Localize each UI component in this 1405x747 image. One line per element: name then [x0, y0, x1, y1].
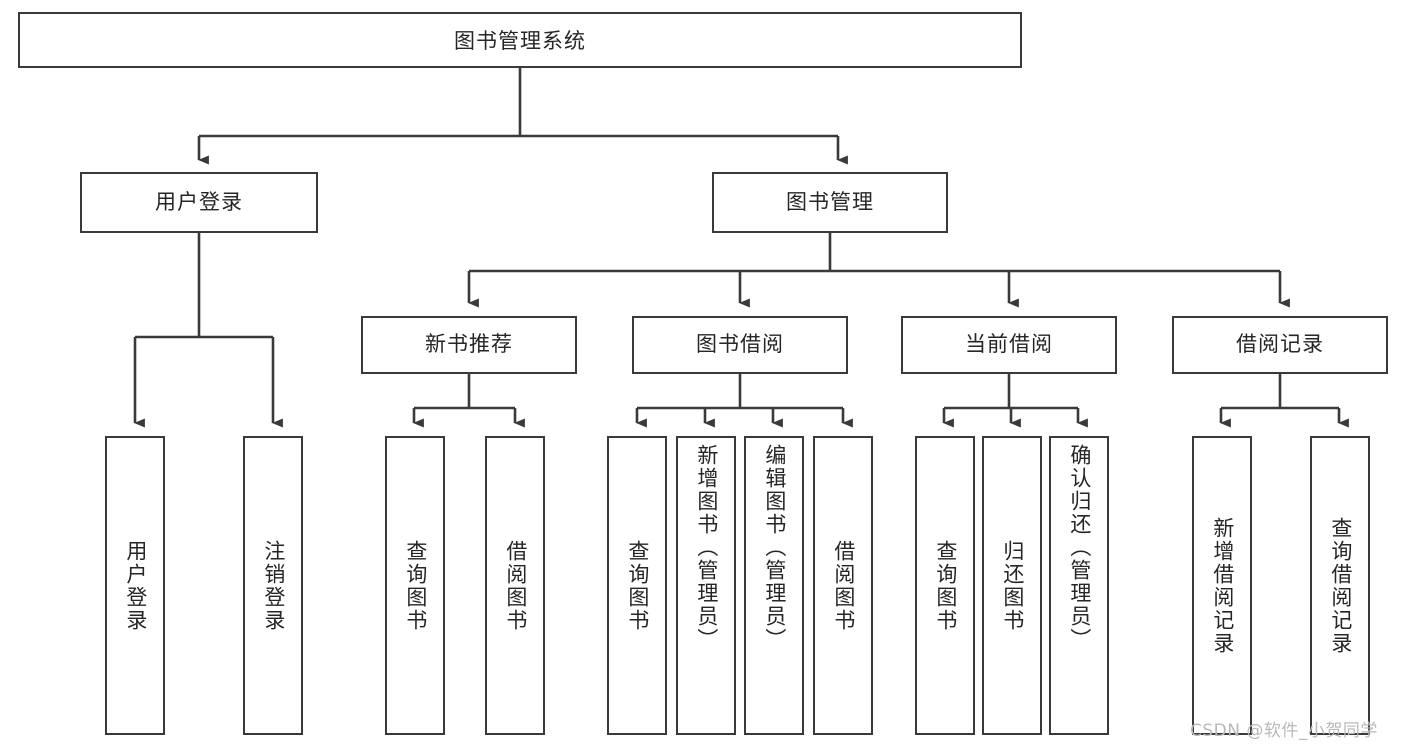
node-label: 借阅记录	[1236, 332, 1324, 357]
node-label: 借阅图书	[503, 539, 528, 632]
leaf-book-borrow-query[interactable]: 查询图书	[607, 436, 667, 735]
node-book-borrow[interactable]: 图书借阅	[632, 316, 848, 374]
node-label: 图书管理系统	[454, 29, 586, 53]
leaf-current-borrow-return[interactable]: 归还图书	[982, 436, 1042, 735]
node-label: 查询图书	[403, 539, 428, 632]
node-label: 新增图书（管理员）	[694, 444, 719, 651]
node-book-management[interactable]: 图书管理	[712, 172, 948, 233]
leaf-user-login-login[interactable]: 用户登录	[105, 436, 165, 735]
node-new-book-recommend[interactable]: 新书推荐	[361, 316, 577, 374]
node-current-borrow[interactable]: 当前借阅	[901, 316, 1117, 374]
node-label: 新增借阅记录	[1210, 516, 1235, 655]
node-label: 查询借阅记录	[1328, 516, 1353, 655]
node-label: 注销登录	[261, 539, 286, 632]
node-label: 用户登录	[155, 189, 243, 214]
leaf-borrow-record-add[interactable]: 新增借阅记录	[1192, 436, 1252, 735]
leaf-current-borrow-query[interactable]: 查询图书	[915, 436, 975, 735]
node-user-login[interactable]: 用户登录	[80, 172, 318, 233]
node-label: 用户登录	[123, 539, 148, 632]
leaf-user-login-logout[interactable]: 注销登录	[243, 436, 303, 735]
leaf-borrow-record-query[interactable]: 查询借阅记录	[1310, 436, 1370, 735]
leaf-book-borrow-add[interactable]: 新增图书（管理员）	[676, 436, 736, 735]
node-label: 查询图书	[933, 539, 958, 632]
leaf-new-book-borrow[interactable]: 借阅图书	[485, 436, 545, 735]
leaf-book-borrow-borrow[interactable]: 借阅图书	[813, 436, 873, 735]
leaf-current-borrow-confirm-return[interactable]: 确认归还（管理员）	[1049, 436, 1109, 735]
node-label: 查询图书	[625, 539, 650, 632]
node-label: 新书推荐	[425, 332, 513, 357]
node-label: 归还图书	[1000, 539, 1025, 632]
leaf-book-borrow-edit[interactable]: 编辑图书（管理员）	[744, 436, 804, 735]
node-root-system[interactable]: 图书管理系统	[18, 12, 1022, 68]
node-label: 确认归还（管理员）	[1067, 444, 1092, 651]
node-label: 当前借阅	[965, 332, 1053, 357]
leaf-new-book-query[interactable]: 查询图书	[385, 436, 445, 735]
node-borrow-record[interactable]: 借阅记录	[1172, 316, 1388, 374]
node-label: 编辑图书（管理员）	[762, 444, 787, 651]
node-label: 图书借阅	[696, 332, 784, 357]
node-label: 图书管理	[786, 189, 874, 214]
node-label: 借阅图书	[831, 539, 856, 632]
csdn-watermark: CSDN @软件_小贺同学	[1190, 721, 1378, 741]
